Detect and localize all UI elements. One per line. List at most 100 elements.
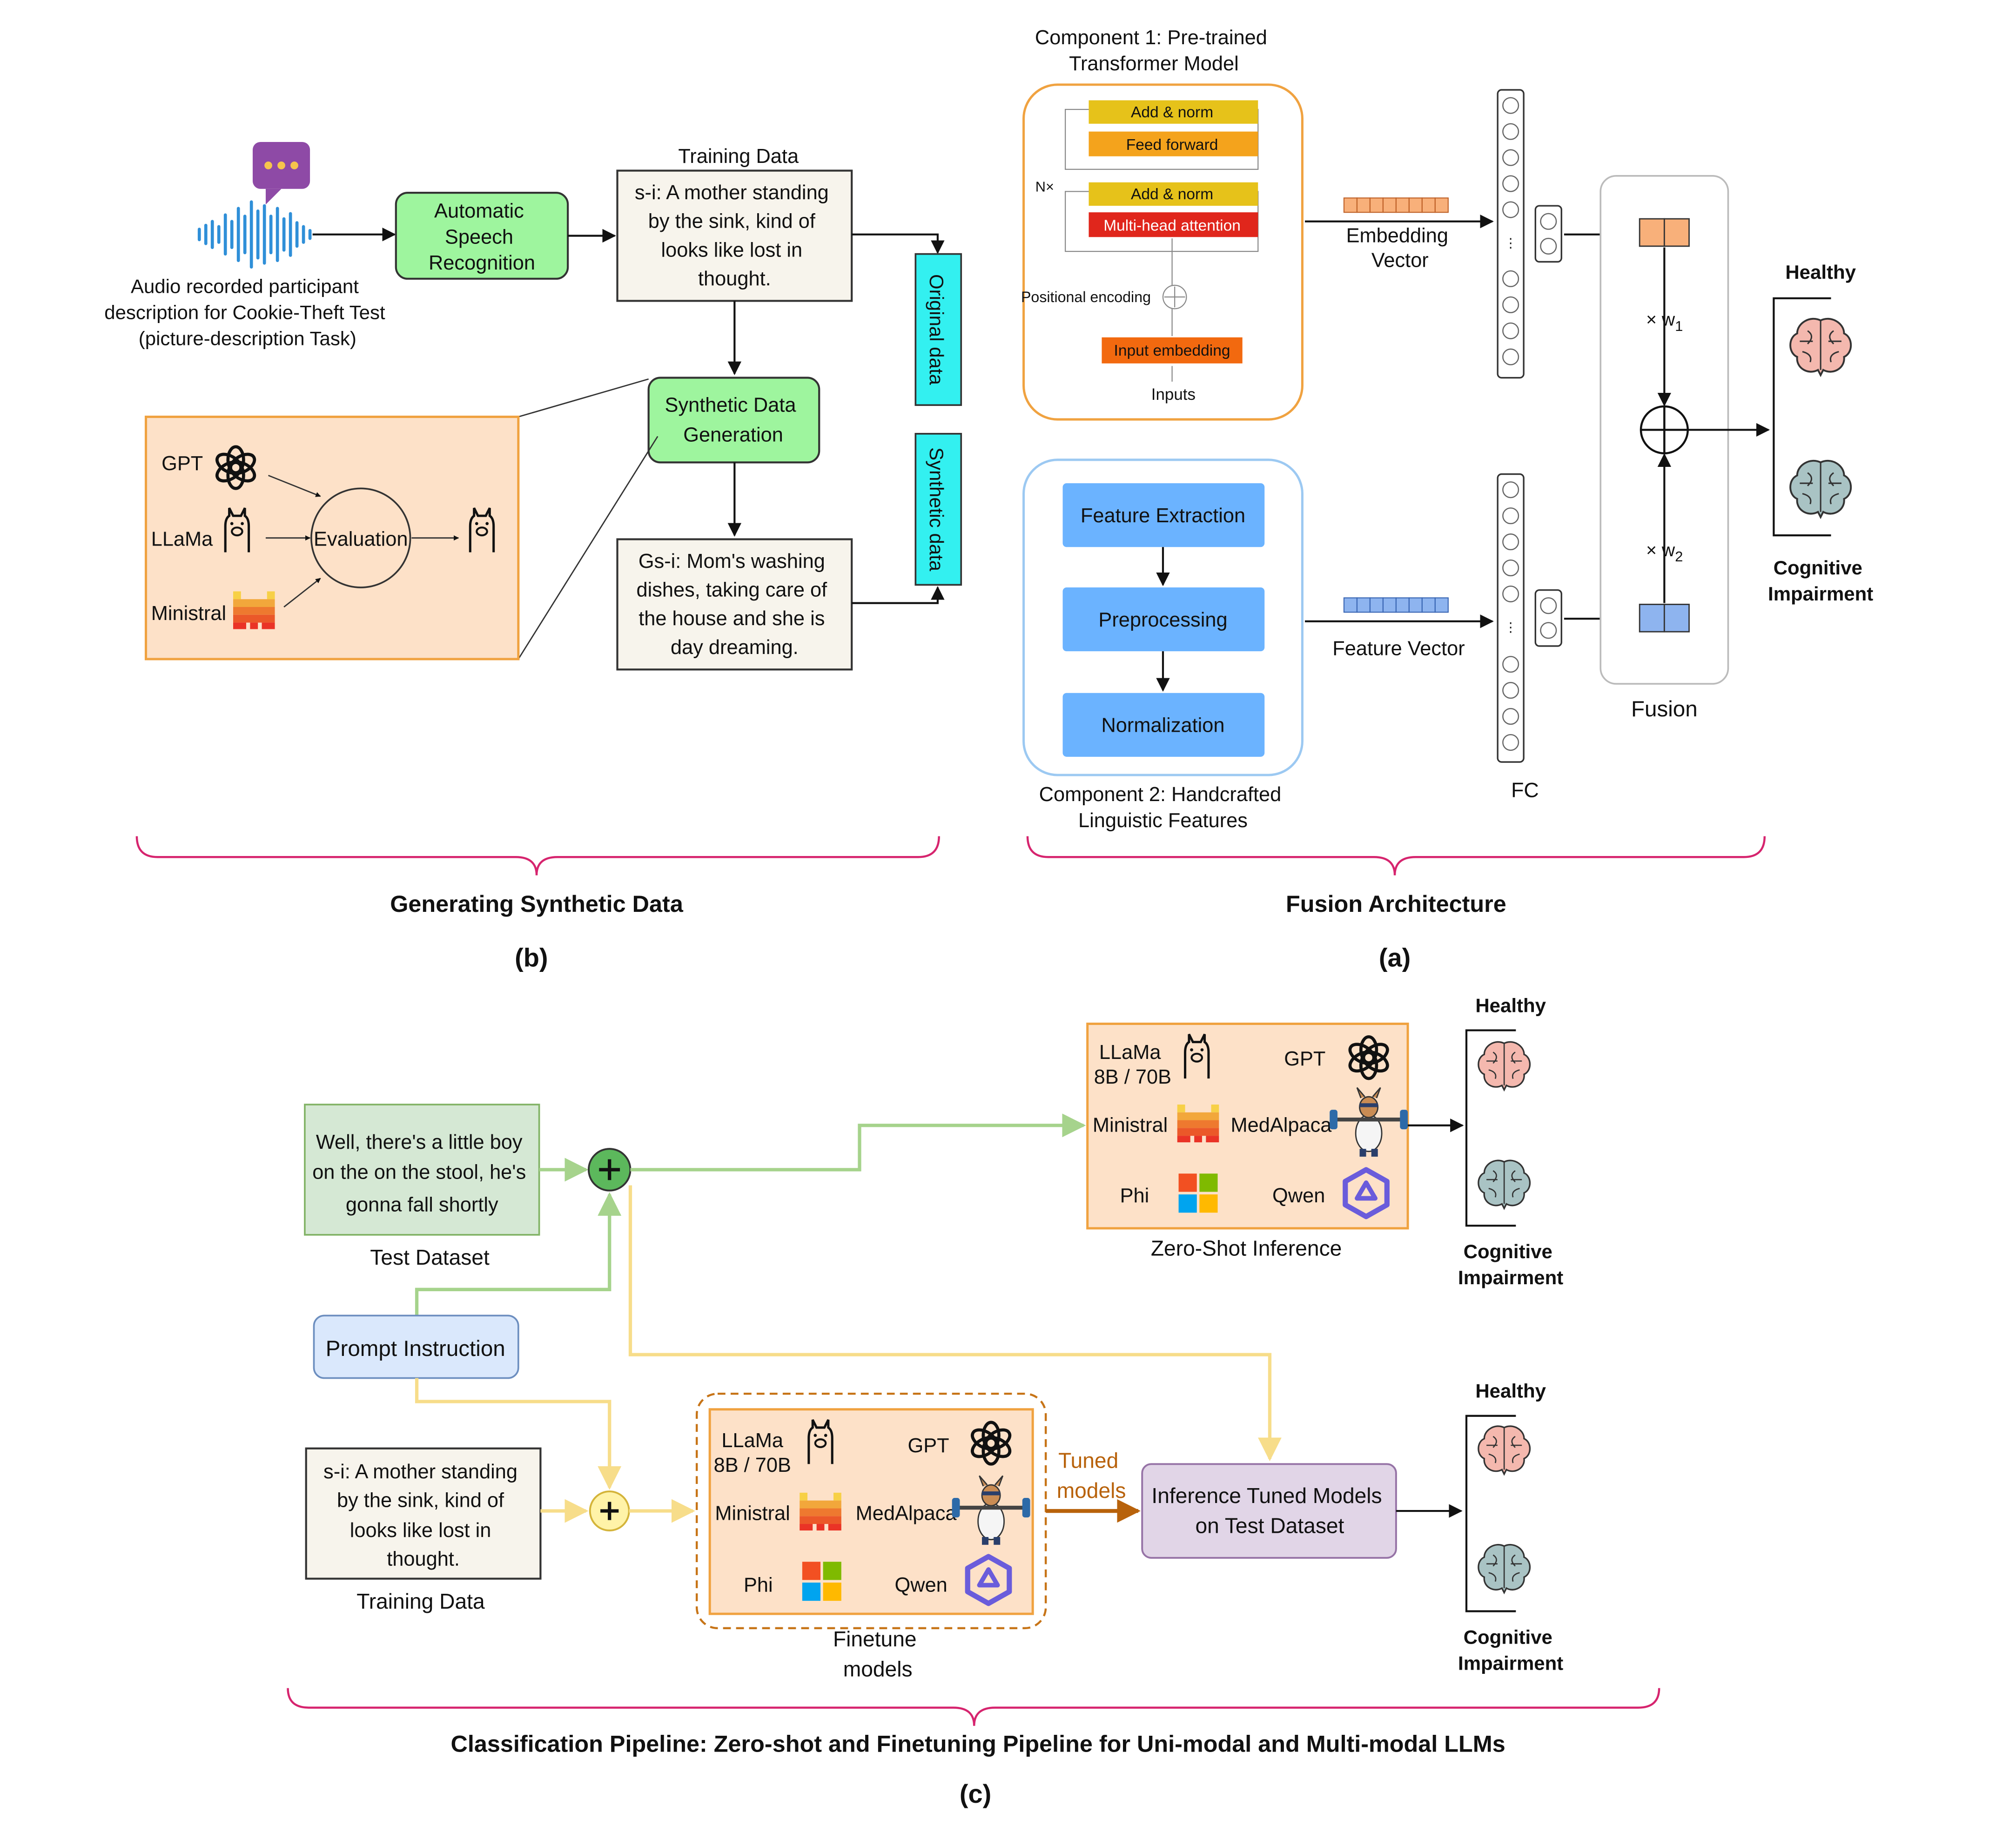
synthetic-generation-label: Synthetic Data Generation xyxy=(665,394,802,446)
transformer-box xyxy=(1022,83,1304,421)
brain-icon xyxy=(1789,317,1852,376)
panel-a: Component 1: Pre-trained Transformer Mod… xyxy=(1021,27,1873,972)
synthetic-generation-box xyxy=(647,377,820,464)
zs-llama-label: LLaMa 8B / 70B xyxy=(1094,1041,1171,1088)
speech-bubble-icon xyxy=(252,142,310,205)
feature-vector-label: Feature Vector xyxy=(1332,638,1465,660)
test-dataset-label: Test Dataset xyxy=(370,1245,490,1269)
training-data-label-c: Training Data xyxy=(356,1589,485,1613)
zs-medalpaca-label: MedAlpaca xyxy=(1231,1114,1332,1137)
training-data-box xyxy=(616,169,853,302)
nx-label: N× xyxy=(1035,178,1054,195)
add-norm-top xyxy=(1089,100,1258,124)
feed-forward-label: Feed forward xyxy=(1126,136,1218,154)
fc-column-bottom xyxy=(1497,473,1525,763)
generated-data-text: Gs-i: Mom's washing dishes, taking care … xyxy=(636,550,833,659)
cognitive-bottom-label: Cognitive Impairment xyxy=(1458,1626,1563,1674)
inference-label: Inference Tuned Models on Test Dataset xyxy=(1151,1483,1388,1537)
evaluation-circle xyxy=(310,487,411,588)
normalization-label: Normalization xyxy=(1101,715,1224,737)
llama-label: LLaMa xyxy=(151,528,213,550)
fc-pair-top xyxy=(1534,205,1562,263)
brace-c xyxy=(287,1688,1660,1726)
zero-shot-label: Zero-Shot Inference xyxy=(1151,1236,1342,1261)
gpt-label: GPT xyxy=(161,452,203,475)
add-norm-bottom-label: Add & norm xyxy=(1131,186,1213,203)
inputs-label: Inputs xyxy=(1151,385,1196,404)
cognitive-top-label: Cognitive Impairment xyxy=(1458,1240,1563,1288)
evaluation-label: Evaluation xyxy=(314,528,408,550)
panel-b: Audio recorded participant description f… xyxy=(104,142,962,972)
brace-b xyxy=(135,836,940,876)
zs-phi-label: Phi xyxy=(1120,1185,1149,1207)
panel-tag-a: (a) xyxy=(1379,943,1411,972)
panel-tag-c: (c) xyxy=(960,1779,991,1808)
generated-data-box xyxy=(616,538,853,671)
asr-label: Automatic Speech Recognition xyxy=(429,200,535,274)
brain-icon xyxy=(1789,459,1852,518)
add-norm-top-label: Add & norm xyxy=(1131,104,1213,121)
fc-pair-bottom xyxy=(1534,589,1562,647)
positional-encoding-label: Positional encoding xyxy=(1021,289,1151,305)
panel-c: Well, there's a little boy on the on the… xyxy=(287,994,1660,1808)
fusion-label: Fusion xyxy=(1631,697,1698,721)
mha-label: Multi-head attention xyxy=(1103,217,1241,234)
zs-ministral-label: Ministral xyxy=(1093,1114,1168,1137)
section-title-b: Generating Synthetic Data xyxy=(390,890,684,917)
oplus-icon xyxy=(1640,405,1689,455)
brace-a xyxy=(1026,836,1766,876)
preprocessing-box xyxy=(1062,587,1265,652)
training-data-text-c: s-i: A mother standing by the sink, kind… xyxy=(323,1461,523,1570)
ft-medalpaca-label: MedAlpaca xyxy=(856,1503,957,1525)
synthetic-data-label: Synthetic data xyxy=(926,447,948,572)
ft-gpt-label: GPT xyxy=(908,1435,949,1457)
plus-circle-icon xyxy=(589,1490,630,1531)
input-embedding-label: Input embedding xyxy=(1114,342,1230,359)
add-norm-bottom xyxy=(1089,182,1258,206)
feature-vector xyxy=(1343,597,1449,613)
component1-title: Component 1: Pre-trained Transformer Mod… xyxy=(1035,27,1273,75)
training-data-text: s-i: A mother standing by the sink, kind… xyxy=(635,182,834,290)
inference-box xyxy=(1141,1463,1397,1559)
plus-circle-icon xyxy=(587,1148,632,1192)
ft-qwen-label: Qwen xyxy=(895,1574,948,1597)
tuned-models-label: Tuned models xyxy=(1057,1449,1126,1503)
zs-qwen-label: Qwen xyxy=(1272,1185,1325,1207)
zs-gpt-label: GPT xyxy=(1284,1048,1325,1070)
healthy-bottom-label: Healthy xyxy=(1475,1380,1546,1402)
svg-text:⋮: ⋮ xyxy=(1504,236,1517,250)
waveform-icon xyxy=(197,200,312,269)
preprocessing-label: Preprocessing xyxy=(1098,609,1227,631)
fc-column-top xyxy=(1497,89,1525,379)
original-data-label: Original data xyxy=(926,274,948,385)
cognitive-label: Cognitive Impairment xyxy=(1768,557,1873,605)
section-title-a: Fusion Architecture xyxy=(1286,890,1506,917)
ft-phi-label: Phi xyxy=(744,1574,773,1597)
feed-forward xyxy=(1089,131,1258,156)
test-dataset-box xyxy=(304,1104,540,1236)
audio-caption: Audio recorded participant description f… xyxy=(104,276,390,350)
multi-head-attention xyxy=(1089,212,1258,237)
brain-icon xyxy=(1478,1159,1531,1209)
embedding-vector-label: Embedding Vector xyxy=(1346,224,1454,271)
feature-extraction-label: Feature Extraction xyxy=(1081,505,1245,527)
synthetic-data-tag xyxy=(914,433,962,586)
fc-label: FC xyxy=(1511,779,1539,802)
prompt-instruction-label: Prompt Instruction xyxy=(326,1336,505,1361)
ft-llama-label: LLaMa 8B / 70B xyxy=(714,1429,791,1476)
section-title-c: Classification Pipeline: Zero-shot and F… xyxy=(451,1731,1505,1757)
test-dataset-text: Well, there's a little boy on the on the… xyxy=(312,1131,531,1216)
brain-icon xyxy=(1478,1425,1531,1475)
ministral-label: Ministral xyxy=(151,602,226,625)
normalization-box xyxy=(1062,693,1265,757)
embedding-vector xyxy=(1343,197,1449,213)
healthy-label: Healthy xyxy=(1785,261,1856,283)
component2-title: Component 2: Handcrafted Linguistic Feat… xyxy=(1039,783,1287,832)
brain-icon xyxy=(1478,1544,1531,1594)
svg-text:⋮: ⋮ xyxy=(1504,620,1517,634)
panel-tag-b: (b) xyxy=(515,943,548,972)
training-data-label: Training Data xyxy=(678,145,799,168)
ft-ministral-label: Ministral xyxy=(715,1503,790,1525)
finetune-label: Finetune models xyxy=(833,1627,922,1681)
